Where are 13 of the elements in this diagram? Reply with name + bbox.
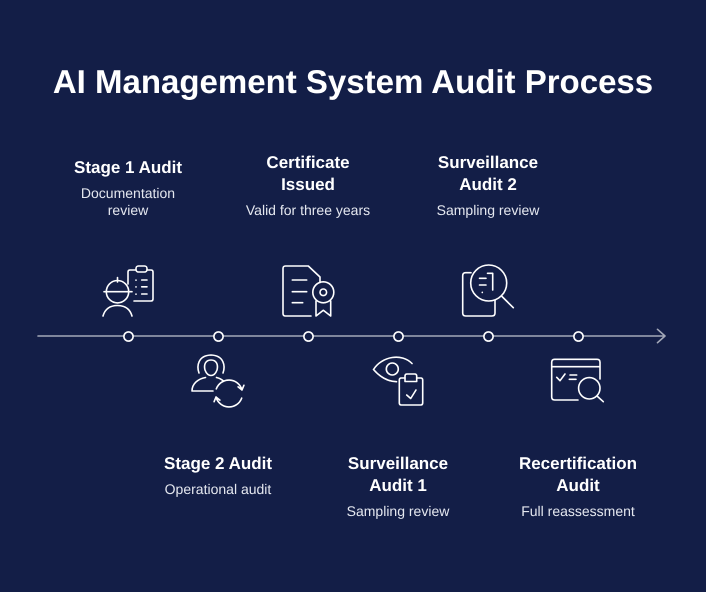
stage-title: Surveillance Audit 2 xyxy=(436,152,540,196)
stage-title: Surveillance Audit 1 xyxy=(346,453,450,497)
stage-description: Valid for three years xyxy=(246,202,370,219)
stage-title: Stage 1 Audit xyxy=(73,157,183,179)
stage-title: Recertification Audit xyxy=(518,453,638,497)
stage-description: Documentation review xyxy=(80,185,176,219)
stage-title: Certificate Issued xyxy=(265,152,351,196)
stage-description: Full reassessment xyxy=(521,503,635,520)
stage-description: Sampling review xyxy=(346,503,450,520)
stage-title: Stage 2 Audit xyxy=(163,453,273,475)
stage-description: Sampling review xyxy=(436,202,540,219)
stage-description: Operational audit xyxy=(164,481,272,498)
diagram-title: AI Management System Audit Process xyxy=(52,62,654,102)
